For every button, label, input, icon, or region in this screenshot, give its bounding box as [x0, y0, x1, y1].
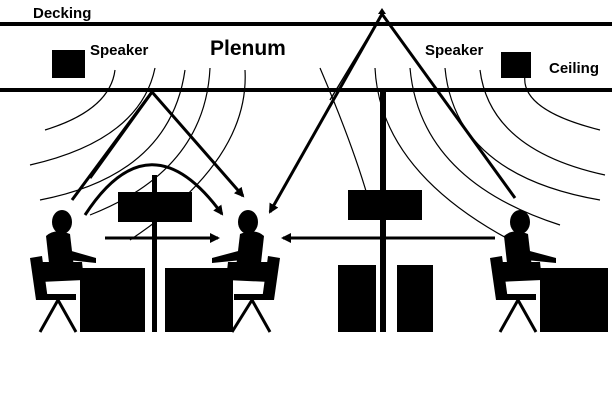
plenum-flanking-rays — [268, 8, 517, 214]
barrier-right — [348, 92, 422, 332]
left-reflection-rays — [70, 91, 245, 201]
ceiling-line — [0, 88, 612, 92]
speaker-label-left: Speaker — [90, 42, 149, 59]
decking-line — [0, 22, 612, 26]
speaker-left — [52, 50, 85, 78]
person-right-seated — [490, 210, 556, 333]
speaker-right — [501, 52, 531, 78]
barrier-left — [118, 175, 192, 332]
person-left-seated — [30, 210, 96, 333]
decking-label: Decking — [33, 5, 91, 22]
desk-center — [165, 268, 233, 332]
desk-left — [80, 268, 145, 332]
sound-waves-right — [319, 67, 606, 241]
plenum-label: Plenum — [210, 37, 286, 60]
speaker-label-right: Speaker — [425, 42, 484, 59]
desk-right — [540, 268, 608, 332]
ceiling-label: Ceiling — [549, 60, 599, 77]
decking-peak — [378, 8, 386, 14]
cabinet-right-2 — [397, 265, 433, 332]
person-center-seated — [212, 210, 280, 333]
cabinet-right-1 — [338, 265, 376, 332]
diffraction-arc-arrow — [83, 163, 224, 216]
